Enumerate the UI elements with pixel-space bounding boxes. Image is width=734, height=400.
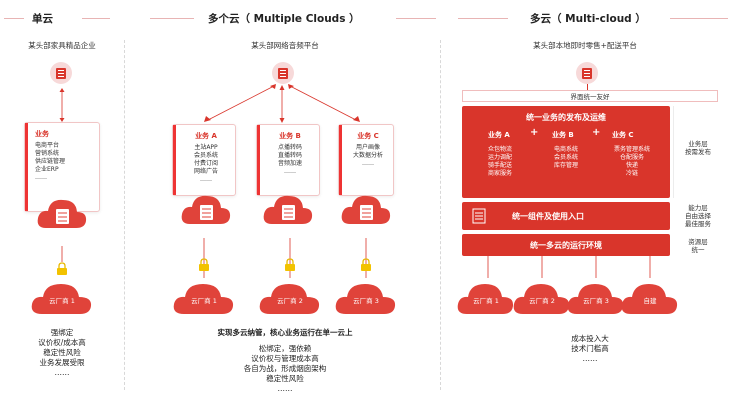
- biz-b-lines: 电商系统会员系统库存管理: [553, 146, 578, 169]
- side-note-business-layer: 业务层按需发布: [685, 140, 711, 156]
- card-title: 业务 B: [279, 132, 301, 140]
- cloud-vendor-label: 云厂商 2: [277, 297, 303, 305]
- card-line: ……: [362, 160, 374, 167]
- platform-building-icon: [272, 62, 294, 84]
- cloud-vendor-label: 云厂商 3: [353, 297, 379, 305]
- lock-icon: [285, 258, 295, 271]
- lock-icon: [199, 258, 209, 271]
- bot-panel-title: 统一多云的运行环境: [530, 241, 602, 250]
- section-divider: [440, 40, 441, 390]
- cloud-vendor-label: 云厂商 1: [49, 297, 75, 305]
- unified-component-panel: 统一组件及使用入口: [462, 202, 670, 230]
- biz-c-lines: 票务管理系统仓配服务快递冷链: [613, 146, 650, 177]
- fan-arrows-icon: [204, 84, 360, 123]
- section-divider: [124, 40, 125, 390]
- section-title-single: 单云: [32, 13, 53, 25]
- cloud-vendor-label: 云厂商 3: [583, 297, 609, 305]
- component-icon: [472, 208, 486, 224]
- cloud-vendor-3: 云厂商 3: [334, 278, 398, 316]
- cloud-vendor-label: 云厂商 2: [529, 297, 555, 305]
- multiple-subtitle: 某头部网络音频平台: [251, 41, 319, 50]
- self-built-cloud: 自建: [620, 278, 680, 316]
- cloud-vendor-label: 云厂商 1: [473, 297, 499, 305]
- biz-b-title: 业务 B: [552, 131, 574, 139]
- lock-icon: [57, 262, 67, 275]
- cloud-vendor-1: 云厂商 1: [172, 278, 236, 316]
- card-line: 付费订阅: [193, 160, 218, 167]
- cloud-vendor-1: 云厂商 1: [30, 278, 94, 316]
- lock-icon: [361, 258, 371, 271]
- section-title-multi-cloud: 多云（ Multi-cloud ）: [530, 13, 646, 25]
- plus-sign: +: [530, 127, 539, 138]
- card-line: 用户画像: [355, 144, 380, 151]
- multiple-business-card-a: 业务 A 主站APP 会员系统 付费订阅 网络广告 ……: [172, 124, 236, 196]
- cloud-vendor-1: 云厂商 1: [456, 278, 516, 316]
- multicloud-bottom-text: 成本投入大 技术门槛高 ……: [571, 334, 609, 363]
- multiple-business-card-b: 业务 B 点播转码 直播转码 音频加速 ……: [256, 124, 320, 196]
- cloud-vendor-label: 云厂商 1: [191, 297, 217, 305]
- biz-c-title: 业务 C: [612, 131, 634, 139]
- card-line: 点播转码: [277, 144, 302, 151]
- server-cloud-icon: [181, 195, 231, 224]
- server-cloud-icon: [263, 195, 313, 224]
- card-line: 直播转码: [277, 152, 302, 159]
- card-line: 网络广告: [193, 168, 218, 175]
- unified-ui-bar: 界面统一友好: [462, 90, 718, 102]
- cloud-vendor-2: 云厂商 2: [512, 278, 572, 316]
- card-line: ……: [35, 174, 47, 181]
- single-subtitle: 某头部家具精品企业: [28, 41, 96, 50]
- card-line: 音频加速: [277, 160, 302, 167]
- card-line: 营销系统: [35, 150, 60, 157]
- unified-runtime-panel: 统一多云的运行环境: [462, 234, 670, 256]
- cloud-vendor-3: 云厂商 3: [566, 278, 626, 316]
- section-title-multiple-clouds: 多个云（ Multiple Clouds ）: [208, 13, 360, 25]
- cloud-vendor-2: 云厂商 2: [258, 278, 322, 316]
- runtime-connectors: [487, 256, 651, 278]
- card-title: 业务 A: [195, 132, 217, 140]
- retail-building-icon: [576, 62, 598, 84]
- single-bottom-text: 强绑定 议价权/成本高 稳定性风险 业务发展受限 ……: [38, 328, 86, 377]
- card-line: 主站APP: [194, 144, 218, 151]
- plus-sign: +: [592, 127, 601, 138]
- card-title: 业务: [35, 130, 49, 138]
- enterprise-building-icon: [50, 62, 72, 84]
- unified-ui-label: 界面统一友好: [570, 93, 610, 101]
- multiple-bottom-text: 松绑定，强依赖 议价权与管理成本高 各自为战，形成烟囱架构 稳定性风险 ……: [243, 344, 327, 393]
- server-cloud-icon: [341, 195, 391, 224]
- side-note-capability-layer: 能力层自由选择最佳服务: [685, 204, 711, 228]
- lock-connectors: [199, 238, 371, 278]
- mid-panel-title: 统一组件及使用入口: [512, 212, 584, 221]
- server-cloud-icon: [37, 199, 87, 228]
- panel-title: 统一业务的发布及运维: [526, 113, 606, 122]
- card-line: ……: [284, 168, 296, 175]
- multiple-bottom-headline: 实现多云纳管，核心业务运行在单一云上: [217, 328, 353, 337]
- card-line: 大数据分析: [352, 152, 383, 159]
- double-arrow-icon: [59, 88, 65, 122]
- card-line: 企业ERP: [35, 166, 59, 173]
- unified-release-panel: 统一业务的发布及运维 业务 A + 业务 B + 业务 C 众包物流运力调配骑手…: [462, 106, 670, 198]
- cloud-vendor-label: 自建: [643, 297, 657, 305]
- biz-a-title: 业务 A: [488, 131, 510, 139]
- multiple-business-card-c: 业务 C 用户画像 大数据分析 ……: [338, 124, 394, 196]
- multicloud-subtitle: 某头部本地即时零售+配送平台: [533, 41, 637, 50]
- single-business-card: 业务 电商平台 营销系统 供应链管理 企业ERP ……: [24, 122, 100, 212]
- card-line: 会员系统: [193, 152, 218, 159]
- card-line: ……: [200, 176, 212, 183]
- card-line: 供应链管理: [35, 158, 66, 165]
- biz-a-lines: 众包物流运力调配骑手配送商家服务: [487, 146, 512, 177]
- card-title: 业务 C: [357, 132, 379, 140]
- card-line: 电商平台: [35, 142, 60, 149]
- side-note-resource-layer: 资源层统一: [688, 238, 708, 254]
